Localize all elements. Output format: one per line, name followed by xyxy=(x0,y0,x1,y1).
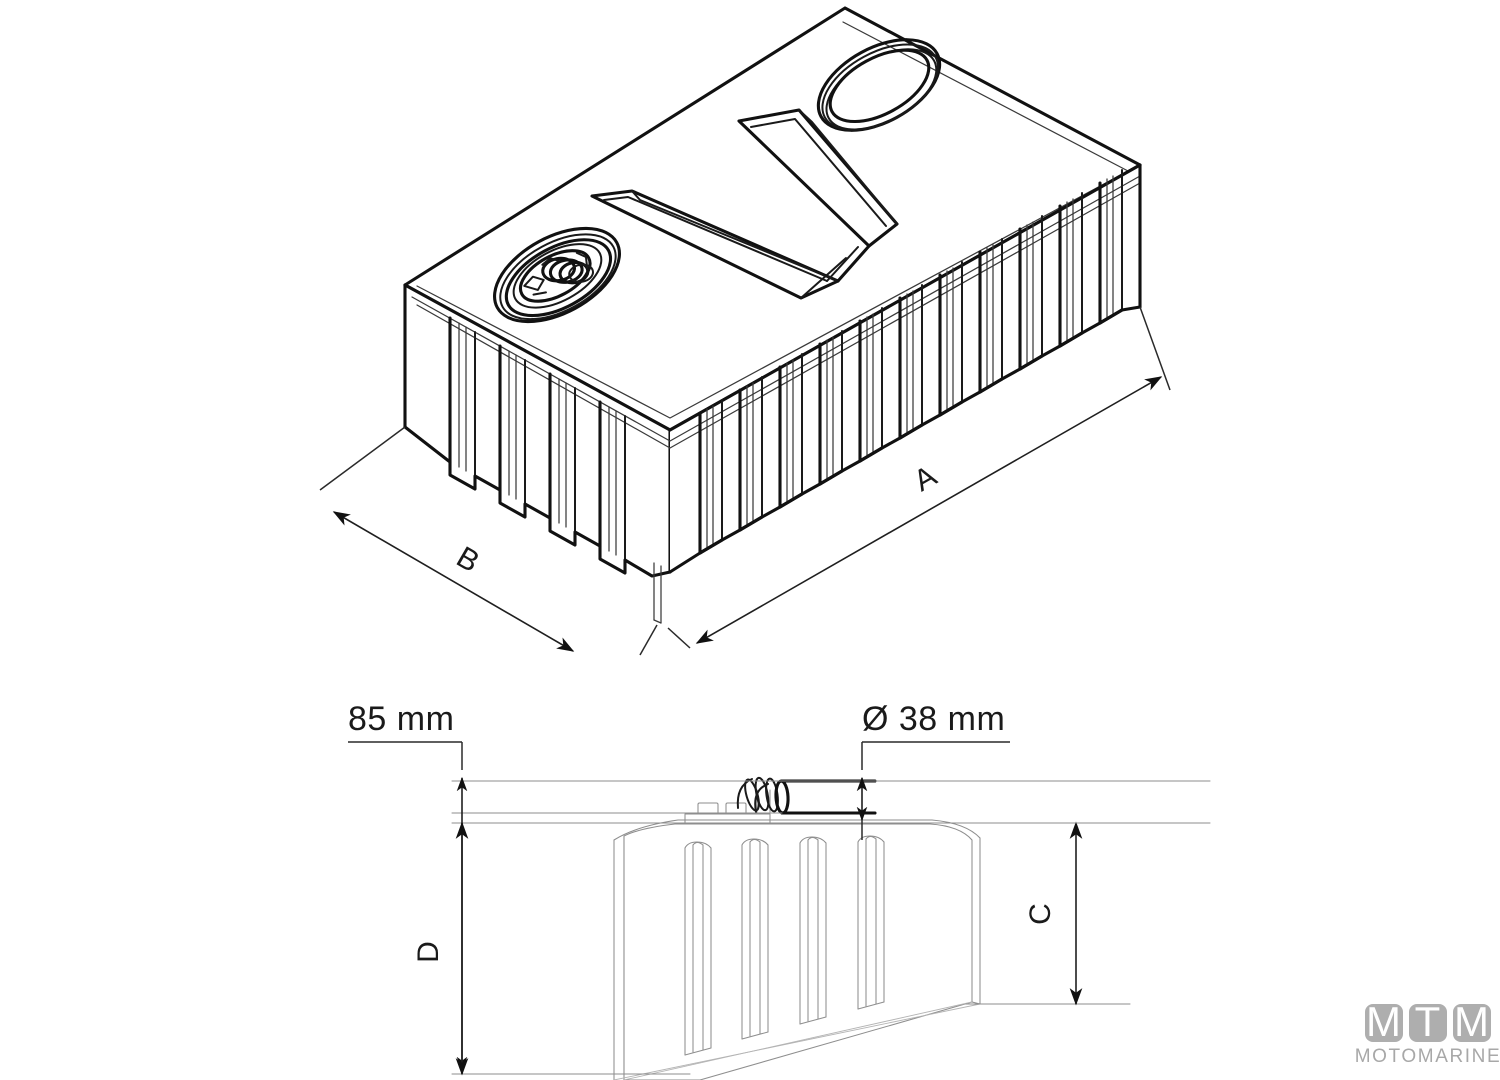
dimension-85mm-label: 85 mm xyxy=(348,700,454,738)
dimension-C: C xyxy=(965,821,1121,1006)
dimension-C-label: C xyxy=(1024,903,1057,925)
logo-subtitle: MOTOMARINE xyxy=(1355,1046,1500,1067)
dimension-D: D xyxy=(412,821,469,1076)
elevation-tank-body xyxy=(613,819,981,1080)
sender-unit-fitting xyxy=(493,226,621,324)
logo-letter-2: T xyxy=(1415,998,1442,1045)
filler-cap-opening xyxy=(816,38,942,132)
elevation-reference-lines xyxy=(451,780,1211,1075)
dimension-38mm-label: Ø 38 mm xyxy=(862,700,1005,738)
logo-tile-2 xyxy=(1409,1004,1447,1042)
filler-neck-elbow xyxy=(736,776,877,815)
elevation-ribs xyxy=(684,835,885,1056)
elevation-top-plate xyxy=(684,789,771,825)
logo-tile-3 xyxy=(1453,1004,1491,1042)
logo-letter-1: M xyxy=(1366,998,1402,1045)
dimension-A-label: A xyxy=(908,459,942,498)
v-recess-channel xyxy=(590,108,899,300)
dimension-85mm: 85 mm xyxy=(348,700,468,1072)
mtm-logo-watermark: M T M MOTOMARINE xyxy=(1355,998,1500,1067)
dimension-D-label: D xyxy=(412,941,445,963)
dimension-38mm: Ø 38 mm xyxy=(856,700,1010,840)
front-elevation-view: 85 mm Ø 38 mm D C xyxy=(348,700,1211,1080)
dimension-B-label: B xyxy=(451,540,485,579)
tank-corner-edge xyxy=(653,562,662,624)
front-face-ribs xyxy=(448,316,626,561)
logo-letter-3: M xyxy=(1454,998,1490,1045)
isometric-view: A B xyxy=(319,6,1171,656)
logo-tile-1 xyxy=(1365,1004,1403,1042)
